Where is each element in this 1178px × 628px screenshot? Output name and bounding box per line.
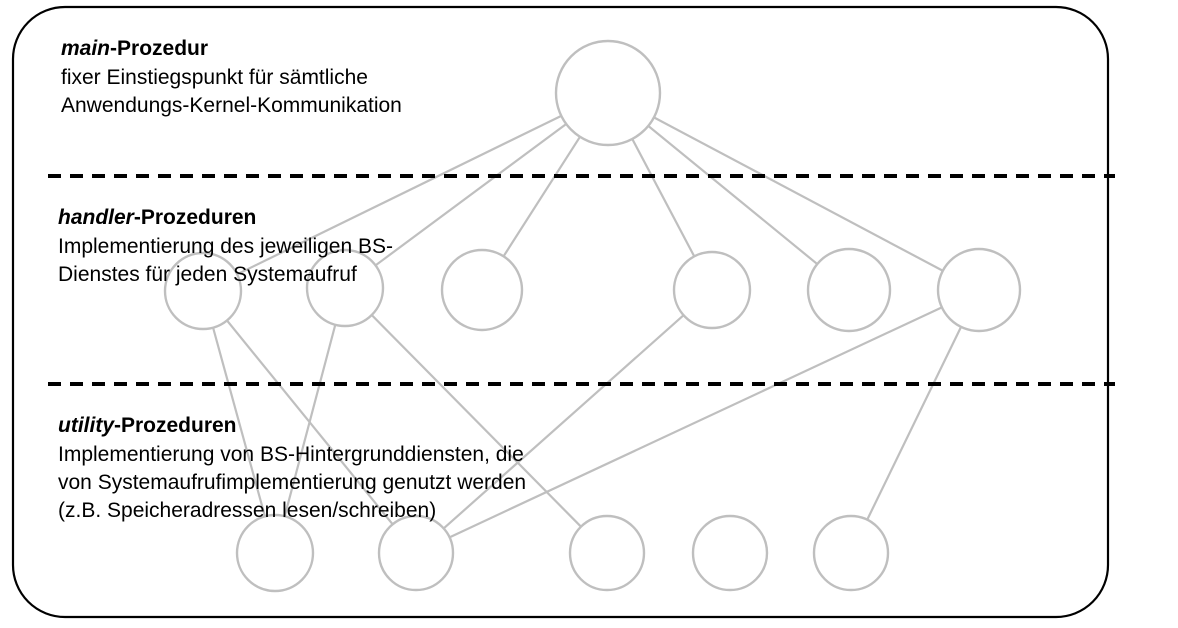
node-h1[interactable] xyxy=(163,251,243,331)
edge-m1-h4 xyxy=(631,138,696,257)
layer-block-main: main-Prozedur fixer Einstiegspunkt für s… xyxy=(61,35,402,120)
frame-outline xyxy=(11,5,1110,619)
node-h6[interactable] xyxy=(936,247,1022,333)
node-u3[interactable] xyxy=(568,514,646,592)
node-u4[interactable] xyxy=(691,514,769,592)
layer-title-suffix-handler: -Prozeduren xyxy=(133,206,257,229)
layer-keyword-handler: handler xyxy=(58,206,134,229)
edge-m1-h5 xyxy=(647,125,818,265)
divider-group xyxy=(48,174,1115,386)
edge-h6-u2 xyxy=(449,306,943,539)
edge-h4-u2 xyxy=(442,314,685,530)
layer-title-suffix-utility: -Prozeduren xyxy=(114,414,237,437)
node-h5[interactable] xyxy=(806,247,892,333)
layer-title-main: main-Prozedur xyxy=(61,35,402,63)
layer-description-handler: Implementierung des jeweiligen BS- Diens… xyxy=(58,234,394,286)
layer-title-handler: handler-Prozeduren xyxy=(58,204,393,232)
layer-block-handler: handler-Prozeduren Implementierung des j… xyxy=(58,204,393,289)
edge-h6-u5 xyxy=(866,326,963,521)
edge-m1-h6 xyxy=(653,116,944,272)
diagram-frame xyxy=(11,5,1110,619)
edge-m1-h2 xyxy=(374,123,567,267)
layer-description-main: fixer Einstiegspunkt für sämtliche Anwen… xyxy=(61,65,402,117)
edge-m1-h1 xyxy=(236,114,562,276)
edge-group xyxy=(212,114,963,539)
layer-block-utility: utility-Prozeduren Implementierung von B… xyxy=(58,412,526,524)
node-h3[interactable] xyxy=(440,248,524,332)
edge-h2-u1 xyxy=(283,324,337,517)
node-u2[interactable] xyxy=(377,514,455,592)
edge-h1-u1 xyxy=(212,327,266,517)
layer-keyword-utility: utility xyxy=(58,414,114,437)
layer-title-utility: utility-Prozeduren xyxy=(58,412,526,440)
layer-description-utility: Implementierung von BS-Hintergrunddienst… xyxy=(58,442,527,522)
node-h2[interactable] xyxy=(305,248,385,328)
node-group xyxy=(163,39,1022,593)
layer-title-suffix-main: -Prozedur xyxy=(110,37,209,60)
node-h4[interactable] xyxy=(672,250,752,330)
node-m1[interactable] xyxy=(554,39,662,147)
node-u1[interactable] xyxy=(235,513,315,593)
edge-m1-h3 xyxy=(502,136,581,257)
layer-keyword-main: main xyxy=(61,37,111,60)
node-u5[interactable] xyxy=(812,514,890,592)
